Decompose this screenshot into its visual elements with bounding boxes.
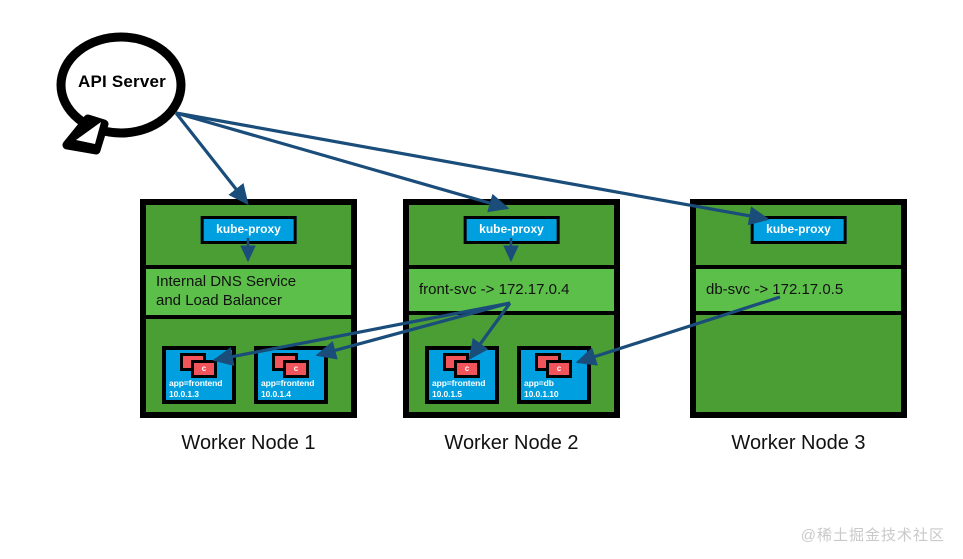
node1-pods-row: c app=frontend 10.0.1.3 c app=frontend 1… (146, 346, 351, 404)
pod-containers-icon: c (180, 353, 222, 379)
node2-service-line-1: front-svc -> 172.17.0.4 (419, 280, 570, 298)
pod-ip-label: 10.0.1.5 (432, 388, 462, 399)
node2-pods-row: c app=frontend 10.0.1.5 c app=db 10.0.1.… (409, 346, 614, 404)
node1-dns-service-band: Internal DNS Service and Load Balancer (146, 269, 351, 315)
container-front-icon: c (454, 360, 480, 378)
node1-service-line-2: and Load Balancer (156, 292, 282, 309)
watermark: @稀土掘金技术社区 (800, 527, 945, 544)
bubble-tail-fill (76, 122, 101, 144)
container-front-icon: c (546, 360, 572, 378)
pod-app-label: app=frontend (169, 378, 223, 389)
node1-kube-proxy[interactable]: kube-proxy (200, 216, 297, 244)
node2-front-svc-band: front-svc -> 172.17.0.4 (409, 269, 614, 311)
node1-proxy-band: kube-proxy (146, 205, 351, 265)
pod-meta: app=frontend 10.0.1.3 (169, 378, 230, 399)
pod-meta: app=frontend 10.0.1.5 (432, 378, 493, 399)
pod-10-0-1-5[interactable]: c app=frontend 10.0.1.5 (425, 346, 499, 404)
node3-pod-band (696, 315, 901, 412)
pod-containers-icon: c (443, 353, 485, 379)
node2-kube-proxy[interactable]: kube-proxy (463, 216, 560, 244)
node2-pod-band: c app=frontend 10.0.1.5 c app=db 10.0.1.… (409, 315, 614, 412)
container-front-icon: c (191, 360, 217, 378)
bubble-tail (62, 114, 109, 155)
container-front-icon: c (283, 360, 309, 378)
pod-meta: app=db 10.0.1.10 (524, 378, 585, 399)
node2-proxy-band: kube-proxy (409, 205, 614, 265)
node1-service-line-1: Internal DNS Service (156, 273, 297, 291)
pod-app-label: app=frontend (261, 378, 315, 389)
arrow-api-to-node2-proxy (175, 111, 510, 213)
node1-pod-band: c app=frontend 10.0.1.3 c app=frontend 1… (146, 319, 351, 412)
pod-ip-label: 10.0.1.10 (524, 388, 559, 399)
pod-app-label: app=frontend (432, 378, 486, 389)
worker-node-3[interactable]: kube-proxy db-svc -> 172.17.0.5 (690, 199, 907, 418)
pod-ip-label: 10.0.1.3 (169, 388, 199, 399)
worker-node-1[interactable]: kube-proxy Internal DNS Service and Load… (140, 199, 357, 418)
pod-ip-label: 10.0.1.4 (261, 388, 291, 399)
arrow-api-to-node1-proxy (174, 112, 249, 206)
pod-containers-icon: c (535, 353, 577, 379)
worker-node-3-caption: Worker Node 3 (731, 432, 866, 454)
pod-containers-icon: c (272, 353, 314, 379)
pod-10-0-1-3[interactable]: c app=frontend 10.0.1.3 (162, 346, 236, 404)
pod-10-0-1-10[interactable]: c app=db 10.0.1.10 (517, 346, 591, 404)
api-server-label: API Server (78, 72, 166, 91)
worker-node-2[interactable]: kube-proxy front-svc -> 172.17.0.4 c app… (403, 199, 620, 418)
node3-db-svc-band: db-svc -> 172.17.0.5 (696, 269, 901, 311)
node3-kube-proxy[interactable]: kube-proxy (750, 216, 847, 244)
pod-meta: app=frontend 10.0.1.4 (261, 378, 322, 399)
pod-10-0-1-4[interactable]: c app=frontend 10.0.1.4 (254, 346, 328, 404)
worker-node-2-caption: Worker Node 2 (444, 432, 579, 454)
pod-app-label: app=db (524, 378, 554, 389)
node3-service-line-1: db-svc -> 172.17.0.5 (706, 280, 844, 298)
node3-proxy-band: kube-proxy (696, 205, 901, 265)
worker-node-1-caption: Worker Node 1 (181, 432, 316, 454)
